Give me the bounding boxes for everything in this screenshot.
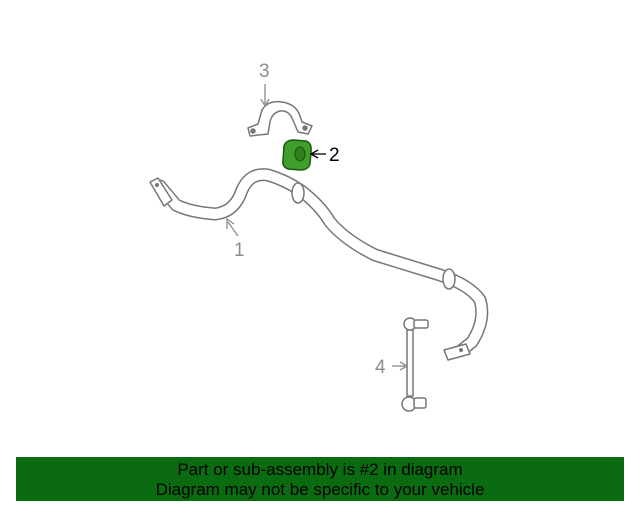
- stabilizer-bar: [149, 168, 489, 361]
- banner-line-1: Part or sub-assembly is #2 in diagram: [177, 460, 463, 479]
- callout-3: 3: [259, 61, 270, 82]
- stabilizer-link: [401, 317, 429, 412]
- callout-4: 4: [375, 357, 386, 378]
- diagram-notice-banner: Part or sub-assembly is #2 in diagram Di…: [16, 457, 624, 501]
- bushing-bracket: [247, 100, 313, 137]
- callout-leaders: [226, 84, 409, 371]
- callout-1: 1: [234, 240, 245, 261]
- callout-2: 2: [329, 145, 340, 166]
- stabilizer-bushing: [282, 139, 312, 171]
- banner-line-2: Diagram may not be specific to your vehi…: [155, 480, 485, 499]
- parts-diagram: 1 2 3 4: [149, 61, 489, 412]
